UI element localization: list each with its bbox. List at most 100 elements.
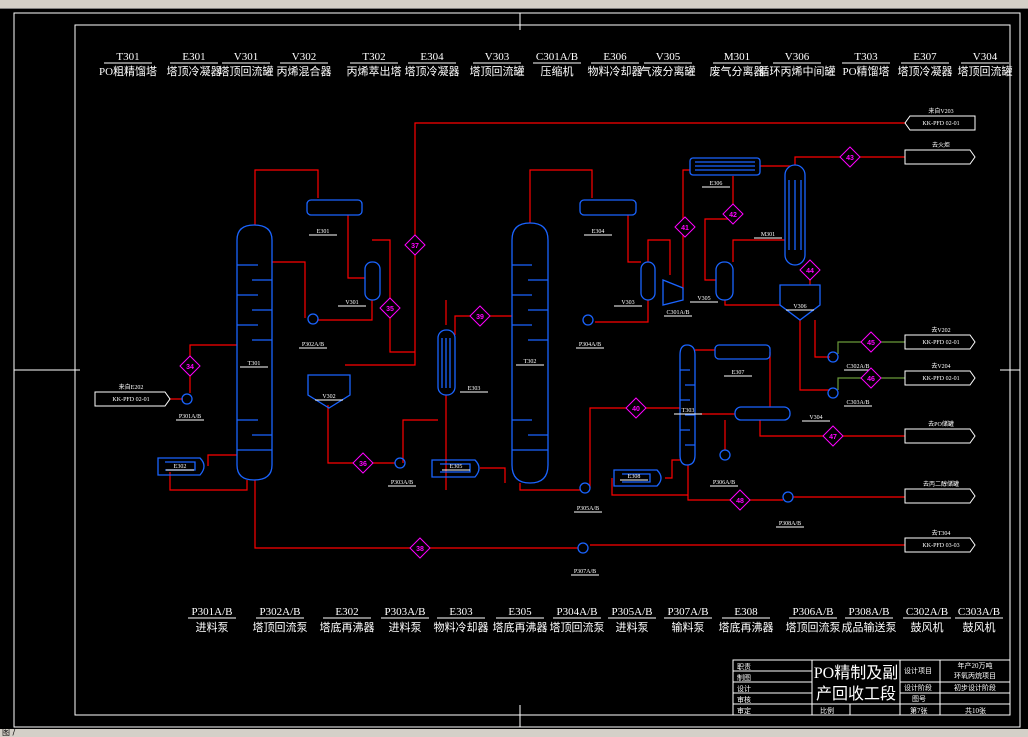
reboiler-e305 [431, 459, 480, 478]
equipment-label-e306: E306 [710, 181, 723, 187]
process-flow-diagram: T301PO粗精馏塔E301塔顶冷凝器V301塔顶回流罐V302丙烯混合器T30… [13, 12, 1021, 728]
header-equipment-name: 循环丙烯中间罐 [759, 65, 836, 78]
footer-equipment-name: 塔顶回流泵 [253, 620, 308, 634]
tank-v306 [779, 284, 821, 321]
footer-equipment-tag: E302 [335, 606, 358, 618]
header-equipment-name: 废气分离器 [710, 64, 765, 78]
stream-number: 47 [829, 434, 837, 441]
equipment-label-v305: V305 [697, 296, 710, 302]
drawing-no-label: 图号 [912, 695, 926, 703]
role-2: 制图 [737, 673, 751, 682]
header-equipment-name: 物料冷却器 [588, 64, 643, 78]
stream-marker: 36 [352, 452, 374, 474]
title-block: 职责 制图 设计 审核 审定 PO精制及副 产回收工段 设计项目 年产20万吨 … [732, 659, 1011, 716]
footer-equipment-list: P301A/B进料泵P302A/B塔顶回流泵E302塔底再沸器P303A/B进料… [188, 606, 1003, 634]
exchanger-e304 [579, 199, 637, 216]
connector-out-po-tank: 去PO储罐 [904, 420, 976, 444]
stream-marker: 48 [729, 489, 751, 511]
equipment-label-e307: E307 [732, 370, 745, 376]
stream-number: 38 [416, 546, 424, 553]
connector-reference: KK-PFD 02-01 [922, 340, 959, 346]
stream-number: 35 [386, 306, 394, 313]
header-equipment-tag: C301A/B [536, 51, 578, 63]
connector-reference: KK-PFD 03-03 [922, 543, 959, 549]
pumps [181, 313, 839, 554]
header-equipment-tag: V301 [234, 51, 258, 63]
connector-caption: 去V202 [931, 326, 950, 334]
cad-toolbar[interactable] [0, 0, 1028, 9]
equipment-label-c303: C303A/B [846, 400, 869, 406]
stream-marker: 43 [839, 146, 861, 168]
header-equipment-name: PO粗精馏塔 [99, 64, 157, 78]
header-equipment-tag: V303 [485, 51, 510, 63]
footer-equipment-name: 输料泵 [672, 620, 705, 634]
column-t302 [511, 222, 549, 484]
connector-caption: 去V204 [931, 362, 950, 370]
stream-number: 45 [867, 340, 875, 347]
connector-caption: 来自E202 [119, 383, 144, 391]
sheet-total: 共10张 [965, 706, 986, 715]
equipment-label-v301: V301 [345, 300, 358, 306]
connector-caption: 去T304 [932, 529, 951, 537]
compressor-c301 [662, 279, 684, 306]
equipment-label-p303: P303A/B [391, 480, 413, 486]
stream-number: 40 [632, 406, 640, 413]
connector-caption: 来自V203 [928, 107, 953, 115]
header-equipment-list: T301PO粗精馏塔E301塔顶冷凝器V301塔顶回流罐V302丙烯混合器T30… [99, 51, 1013, 78]
stage-value: 初步设计阶段 [954, 683, 996, 692]
header-equipment-name: PO精馏塔 [842, 64, 889, 78]
stream-number: 48 [736, 498, 744, 505]
column-t301 [236, 224, 273, 481]
equipment-label-e308: E308 [628, 474, 641, 480]
equipment-label-p307: P307A/B [574, 569, 596, 575]
stream-number: 42 [729, 212, 737, 219]
footer-equipment-tag: P301A/B [192, 606, 233, 618]
stream-number: 34 [186, 364, 194, 371]
vessel-v305 [715, 261, 734, 301]
role-5: 审定 [737, 706, 751, 715]
header-equipment-tag: V305 [656, 51, 681, 63]
exchanger-e301 [306, 199, 363, 216]
stream-number: 46 [867, 376, 875, 383]
footer-equipment-tag: P306A/B [793, 606, 834, 618]
connector-out-flare: 去火炬 [904, 141, 976, 165]
equipment-label-p301: P301A/B [179, 414, 201, 420]
drawing-title-2: 产回收工段 [816, 685, 896, 703]
connector-caption: 去PO储罐 [928, 420, 954, 428]
equipment-labels: T301E302P301A/BE301V301P302A/BV302P303A/… [166, 181, 872, 576]
equipment-label-e301: E301 [317, 229, 330, 235]
footer-equipment-tag: P303A/B [385, 606, 426, 618]
header-equipment-name: 丙烯混合器 [277, 64, 332, 78]
equipment-label-p302: P302A/B [302, 342, 324, 348]
project-label: 设计项目 [904, 666, 932, 675]
equipment-label-p308: P308A/B [779, 521, 801, 527]
equipment-label-e303: E303 [468, 386, 481, 392]
vessel-v301 [364, 261, 381, 301]
footer-equipment-name: 塔顶回流泵 [786, 620, 841, 634]
exchanger-e307 [714, 344, 771, 360]
stream-number: 43 [846, 155, 854, 162]
footer-equipment-tag: C302A/B [906, 606, 948, 618]
header-equipment-name: 塔顶冷凝器 [405, 64, 460, 78]
equipment-label-m301: M301 [761, 232, 775, 238]
header-equipment-tag: V304 [973, 51, 998, 63]
vessel-v304 [734, 406, 791, 421]
header-equipment-tag: T303 [854, 51, 878, 63]
equipment-label-t301: T301 [248, 361, 261, 367]
header-equipment-tag: E304 [420, 51, 444, 63]
header-equipment-name: 压缩机 [541, 64, 574, 78]
equipment-label-v306: V306 [793, 304, 806, 310]
stream-marker: 39 [469, 305, 491, 327]
exchanger-e306 [689, 157, 761, 176]
header-equipment-name: 塔顶冷凝器 [167, 64, 222, 78]
header-equipment-name: 塔顶冷凝器 [898, 64, 953, 78]
stream-number: 41 [681, 225, 689, 232]
scale-label: 比例 [820, 706, 834, 715]
equipment-label-p304: P304A/B [579, 342, 601, 348]
status-bar: 图 / [0, 729, 1028, 737]
footer-equipment-name: 进料泵 [616, 620, 649, 634]
connector-reference: KK-PFD 02-01 [922, 376, 959, 382]
